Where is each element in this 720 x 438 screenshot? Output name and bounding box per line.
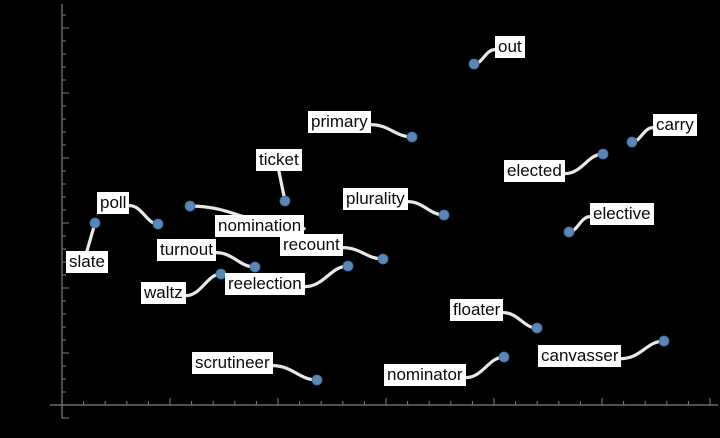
annotation-label[interactable]: out [495,36,525,58]
annotation-label[interactable]: carry [653,114,697,136]
annotation-label[interactable]: primary [308,111,371,133]
annotation-connector [619,339,666,361]
annotation-label[interactable]: elected [504,160,565,182]
annotation-connectors-group [85,48,666,382]
annotation-connector [405,200,446,217]
annotation-label[interactable]: scrutineer [192,352,273,374]
data-point[interactable] [249,261,261,273]
annotation-label[interactable]: plurality [343,188,408,210]
annotation-label[interactable]: nomination [215,215,305,237]
data-point[interactable] [406,131,418,143]
annotation-connector [369,123,414,139]
annotation-label[interactable]: reelection [225,273,305,295]
data-point[interactable] [597,148,609,160]
data-point[interactable] [279,195,291,207]
data-point[interactable] [531,322,543,334]
annotation-connector [501,311,539,330]
data-point[interactable] [563,226,575,238]
annotation-connector [464,355,506,380]
annotation-label[interactable]: ticket [256,149,302,171]
annotation-connector [341,246,385,261]
annotation-label[interactable]: floater [450,299,504,321]
annotation-connector [214,251,257,269]
annotation-label[interactable]: recount [280,234,343,256]
data-point[interactable] [377,253,389,265]
data-point[interactable] [152,218,164,230]
annotation-connector [184,272,223,298]
annotation-label[interactable]: canvasser [538,345,622,367]
data-point[interactable] [438,209,450,221]
annotation-connector [563,152,605,176]
annotation-label[interactable]: elective [590,203,654,225]
annotation-label[interactable]: turnout [157,239,216,261]
data-point[interactable] [311,374,323,386]
data-point[interactable] [468,58,480,70]
axes-group [50,4,718,419]
data-point[interactable] [342,260,354,272]
data-point[interactable] [498,351,510,363]
data-point[interactable] [89,217,101,229]
data-points-group [89,58,670,386]
data-point[interactable] [184,200,196,212]
annotation-label[interactable]: poll [97,192,130,214]
data-point[interactable] [626,136,638,148]
annotation-connector [271,364,319,382]
annotation-connector [303,264,350,289]
annotation-label[interactable]: slate [66,251,108,273]
annotation-label[interactable]: nominator [384,364,466,386]
annotation-label[interactable]: waltz [141,282,186,304]
data-point[interactable] [658,335,670,347]
